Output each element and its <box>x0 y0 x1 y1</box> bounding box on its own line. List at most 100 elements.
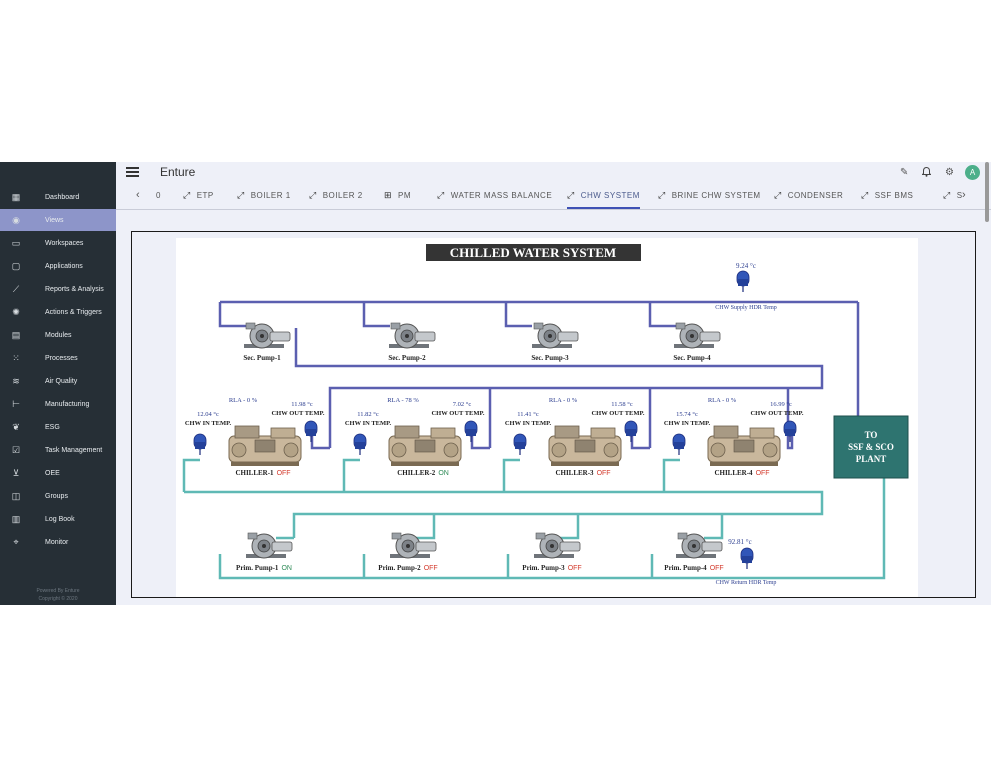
avatar[interactable]: A <box>965 165 980 180</box>
sidebar-item-groups[interactable]: ◫Groups <box>0 485 116 507</box>
sec-pump-icon[interactable] <box>243 322 291 349</box>
sec-pump-icon[interactable] <box>531 322 579 349</box>
prim-pump-status: OFF <box>424 565 438 572</box>
app-window: ▦Dashboard◉Views▭Workspaces▢Applications… <box>0 162 991 605</box>
sec-pump-icon[interactable] <box>673 322 721 349</box>
diagonal-arrow-icon: ⤢ <box>774 190 782 200</box>
book-icon: ▥ <box>11 513 21 524</box>
settings-icon[interactable]: ⚙ <box>945 167 954 178</box>
diagonal-arrow-icon: ⤢ <box>437 190 445 200</box>
tab-label: PM <box>398 191 412 200</box>
tab-boiler-2[interactable]: ⤢BOILER 2 <box>309 184 363 207</box>
tab-s[interactable]: ⤢S <box>943 184 963 207</box>
tab-label: SSF BMS <box>874 191 914 200</box>
diagram-title-box <box>426 244 641 261</box>
sidebar-item-applications[interactable]: ▢Applications <box>0 255 116 277</box>
sidebar-item-views[interactable]: ◉Views <box>0 209 116 231</box>
tab-label: CONDENSER <box>787 191 844 200</box>
tab-water-mass-balance[interactable]: ⤢WATER MASS BALANCE <box>437 184 552 207</box>
chiller-out-sensor-icon[interactable] <box>304 420 318 443</box>
chw-diagram: CHILLED WATER SYSTEM 9.24 °c CHW Supply … <box>176 238 918 597</box>
menu-icon[interactable] <box>126 167 140 178</box>
tabs-scroll-left-icon[interactable]: ‹ <box>136 189 140 201</box>
prim-pump-status: ON <box>281 565 292 572</box>
sidebar-item-oee[interactable]: ⊻OEE <box>0 462 116 484</box>
tab-bar: ‹ › 0⤢ETP⤢BOILER 1⤢BOILER 2⊞PM⤢WATER MAS… <box>116 184 991 210</box>
tab-label: 0 <box>156 191 161 200</box>
tab-label: CHW SYSTEM <box>580 191 640 200</box>
tabs-scroll-right-icon[interactable]: › <box>962 189 966 201</box>
chiller-icon[interactable] <box>707 425 781 467</box>
sidebar-item-log-book[interactable]: ▥Log Book <box>0 508 116 530</box>
chiller-in-sensor-icon[interactable] <box>513 433 527 456</box>
sidebar-item-label: Actions & Triggers <box>45 308 102 316</box>
chiller-out-temp-label: CHW OUT TEMP. <box>750 410 803 417</box>
tab-label: BOILER 1 <box>250 191 291 200</box>
diagonal-arrow-icon: ⤢ <box>567 190 575 200</box>
sidebar-item-task-management[interactable]: ☑Task Management <box>0 439 116 461</box>
diagonal-arrow-icon: ⤢ <box>658 190 666 200</box>
chiller-icon[interactable] <box>228 425 302 467</box>
chiller-name: CHILLER-1 <box>235 469 274 477</box>
chiller-out-sensor-icon[interactable] <box>624 420 638 443</box>
sidebar-item-actions-triggers[interactable]: ✺Actions & Triggers <box>0 301 116 323</box>
plant-box-line2: SSF & SCO <box>848 442 894 452</box>
sidebar-item-label: Air Quality <box>45 377 78 385</box>
supply-hdr-sensor-icon[interactable] <box>736 270 750 293</box>
sec-pump-label: Sec. Pump-1 <box>243 354 281 362</box>
chiller-status: OFF <box>277 470 291 477</box>
app-title: Enture <box>160 165 196 179</box>
chiller-icon[interactable] <box>388 425 462 467</box>
chiller-in-temp-value: 15.74 °c <box>676 411 698 418</box>
window-icon: ▢ <box>11 260 21 271</box>
chiller-in-sensor-icon[interactable] <box>193 433 207 456</box>
tab-label: ETP <box>196 191 214 200</box>
tab-condenser[interactable]: ⤢ CONDENSER <box>774 184 843 207</box>
tab-pm[interactable]: ⊞PM <box>384 184 411 207</box>
sidebar-item-air-quality[interactable]: ≋ Air Quality <box>0 370 116 392</box>
chiller-out-sensor-icon[interactable] <box>464 420 478 443</box>
sidebar-item-reports-analysis[interactable]: ⟋Reports & Analysis <box>0 278 116 300</box>
sidebar-item-dashboard[interactable]: ▦Dashboard <box>0 186 116 208</box>
sidebar-item-monitor[interactable]: ⌖Monitor <box>0 531 116 553</box>
chiller-rla: RLA - 78 % <box>387 397 419 404</box>
plant-box-line1: TO <box>865 430 878 440</box>
sidebar-item-modules[interactable]: ▤Modules <box>0 324 116 346</box>
prim-pump-status: OFF <box>710 565 724 572</box>
edit-icon[interactable]: ✎ <box>900 167 909 178</box>
chiller-status: OFF <box>756 470 770 477</box>
folder-icon: ▭ <box>11 237 21 248</box>
prim-pump-name: Prim. Pump-4 <box>664 564 707 572</box>
sidebar-item-manufacturing[interactable]: ⊢Manufacturing <box>0 393 116 415</box>
chiller-name: CHILLER-2 <box>397 469 436 477</box>
tab-ssf-bms[interactable]: ⤢SSF BMS <box>861 184 913 207</box>
tab-boiler-1[interactable]: ⤢BOILER 1 <box>237 184 291 207</box>
chiller-in-sensor-icon[interactable] <box>672 433 686 456</box>
tab-etp[interactable]: ⤢ ETP <box>183 184 214 207</box>
diagonal-arrow-icon: ⤢ <box>183 190 191 200</box>
chiller-in-sensor-icon[interactable] <box>353 433 367 456</box>
air-icon: ≋ <box>12 375 20 386</box>
return-hdr-sensor-icon[interactable] <box>740 547 754 570</box>
chart-line-icon: ⟋ <box>12 283 20 294</box>
chiller-out-sensor-icon[interactable] <box>783 420 797 443</box>
diagonal-arrow-icon: ⤢ <box>943 190 951 200</box>
tab-brine-chw-system[interactable]: ⤢BRINE CHW SYSTEM <box>658 184 761 207</box>
bell-icon[interactable] <box>921 166 932 180</box>
sidebar-item-esg[interactable]: ❦ESG <box>0 416 116 438</box>
plant-box[interactable] <box>833 415 909 479</box>
chiller-icon[interactable] <box>548 425 622 467</box>
prim-pump-status: OFF <box>568 565 582 572</box>
eye-icon: ◉ <box>12 214 20 225</box>
tab-chw-system[interactable]: ⤢ CHW SYSTEM <box>567 184 640 209</box>
tab-0[interactable]: 0 <box>156 184 161 207</box>
sidebar-item-processes[interactable]: ⁙Processes <box>0 347 116 369</box>
groups-icon: ◫ <box>11 490 21 501</box>
chiller-in-temp-label: CHW IN TEMP. <box>345 420 392 427</box>
page-scrollbar[interactable] <box>985 162 989 222</box>
sidebar-item-workspaces[interactable]: ▭Workspaces <box>0 232 116 254</box>
sec-pump-icon[interactable] <box>388 322 436 349</box>
diagram-svg: CHILLED WATER SYSTEM 9.24 °c CHW Supply … <box>182 244 909 586</box>
